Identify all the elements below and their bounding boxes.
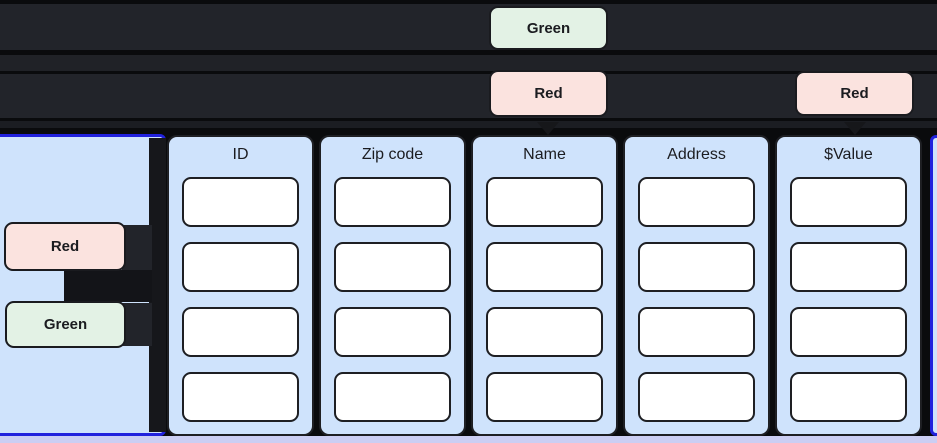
- cell-box[interactable]: [638, 177, 755, 227]
- arrow-down-icon: [537, 122, 559, 135]
- cell-box[interactable]: [486, 372, 603, 422]
- column-zip-code: Zip code: [319, 135, 466, 436]
- data-row-bar-top: [0, 4, 937, 50]
- cell-box[interactable]: [486, 307, 603, 357]
- cell-box[interactable]: [182, 307, 299, 357]
- arrow-down-icon: [844, 122, 866, 135]
- right-edge-panel: [930, 135, 937, 436]
- column-header: Name: [523, 146, 566, 163]
- connector-elbow: [64, 270, 152, 302]
- red-legend-badge[interactable]: Red: [4, 222, 126, 271]
- column-header: $Value: [824, 146, 873, 163]
- cell-box[interactable]: [334, 177, 451, 227]
- data-row-bar-thin: [0, 55, 937, 71]
- column-header: ID: [232, 146, 249, 163]
- column-header: Address: [667, 146, 726, 163]
- green-badge-connector: [122, 303, 152, 346]
- cell-box[interactable]: [334, 242, 451, 292]
- cell-box[interactable]: [182, 372, 299, 422]
- column-id: ID: [167, 135, 314, 436]
- column-header: Zip code: [361, 146, 424, 163]
- green-legend-badge[interactable]: Green: [5, 301, 126, 348]
- cell-box[interactable]: [182, 177, 299, 227]
- cell-box[interactable]: [790, 177, 907, 227]
- cell-box[interactable]: [334, 372, 451, 422]
- cell-box[interactable]: [486, 242, 603, 292]
- red-badge-connector: [122, 225, 152, 270]
- data-row-bar-middle: [0, 74, 937, 118]
- cell-box[interactable]: [638, 242, 755, 292]
- cell-box[interactable]: [790, 307, 907, 357]
- data-row-bar-bottom: [0, 121, 937, 128]
- cell-box[interactable]: [638, 372, 755, 422]
- cell-box[interactable]: [790, 372, 907, 422]
- footer-strip: [0, 436, 937, 443]
- red-classification-badge-name-column[interactable]: Red: [489, 70, 608, 117]
- cell-box[interactable]: [334, 307, 451, 357]
- column-value: $Value: [775, 135, 922, 436]
- connector-spine: [149, 138, 166, 432]
- red-classification-badge-value-column[interactable]: Red: [795, 71, 914, 116]
- green-classification-badge-top[interactable]: Green: [489, 6, 608, 50]
- cell-box[interactable]: [638, 307, 755, 357]
- cell-box[interactable]: [790, 242, 907, 292]
- column-name: Name: [471, 135, 618, 436]
- column-address: Address: [623, 135, 770, 436]
- cell-box[interactable]: [486, 177, 603, 227]
- cell-box[interactable]: [182, 242, 299, 292]
